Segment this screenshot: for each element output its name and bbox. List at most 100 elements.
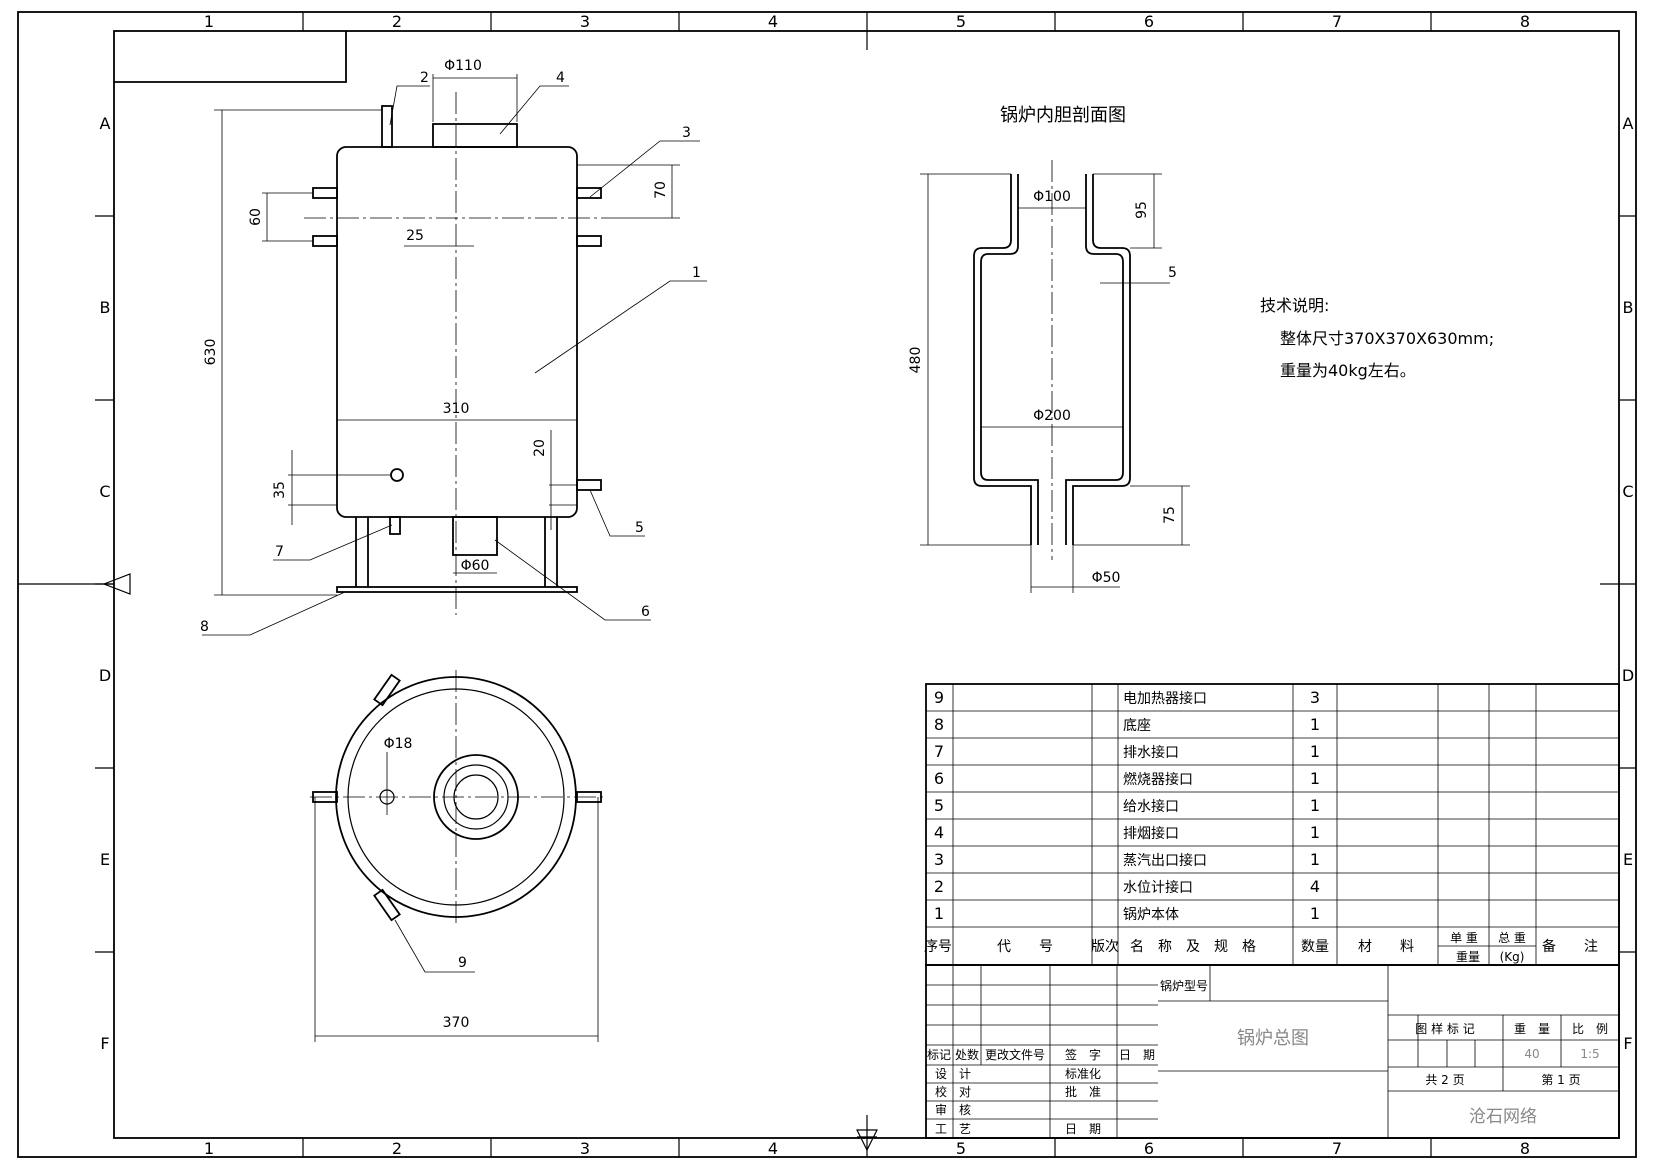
zone-col-bottom-1: 1 <box>204 1139 214 1158</box>
bom-row-name: 锅炉本体 <box>1123 907 1179 923</box>
bom-hdr-ver: 版次 <box>1091 939 1119 955</box>
bom-row-qty: 1 <box>1310 769 1320 788</box>
zone-col-top-6: 6 <box>1144 12 1154 31</box>
dim-h20: 20 <box>532 439 548 457</box>
zone-row-left-C: C <box>99 482 110 501</box>
burner-port <box>452 516 498 556</box>
feed-water-nozzle <box>576 479 602 491</box>
zone-col-top-1: 1 <box>204 12 214 31</box>
scale-label: 比 例 <box>1572 1022 1608 1036</box>
dim-d60: Φ60 <box>461 558 490 574</box>
std-label: 标准化 <box>1065 1067 1101 1081</box>
callout-3: 3 <box>682 125 691 141</box>
bom-row-qty: 4 <box>1310 877 1320 896</box>
zone-col-bottom-3: 3 <box>580 1139 590 1158</box>
weight-label: 重 量 <box>1514 1022 1550 1036</box>
zone-col-top-4: 4 <box>768 12 778 31</box>
dim-d50: Φ50 <box>1092 570 1121 586</box>
bom-row-no: 9 <box>934 688 944 707</box>
callout-9: 9 <box>458 955 467 971</box>
bom-hdr-qty: 数量 <box>1301 939 1329 955</box>
zone-col-top-3: 3 <box>580 12 590 31</box>
bom-hdr-mat: 材 料 <box>1358 939 1414 955</box>
boiler-body <box>336 146 578 518</box>
bom-row-no: 2 <box>934 877 944 896</box>
rev-hdr-count: 处数 <box>955 1047 979 1062</box>
inner-frame <box>113 30 1620 1139</box>
bom-row-qty: 1 <box>1310 823 1320 842</box>
total-pages: 共 2 页 <box>1425 1073 1464 1087</box>
dim-h630: 630 <box>203 339 219 366</box>
zone-row-right-A: A <box>1623 114 1634 133</box>
dim-w25: 25 <box>406 228 424 244</box>
callout-4: 4 <box>556 70 565 86</box>
zone-col-top-8: 8 <box>1520 12 1530 31</box>
bom-row-no: 4 <box>934 823 944 842</box>
dim-h480: 480 <box>908 347 924 374</box>
callout-7: 7 <box>275 544 284 560</box>
bom-row-name: 电加热器接口 <box>1123 690 1207 707</box>
zone-row-left-F: F <box>100 1034 109 1053</box>
role-design: 设 计 <box>935 1067 971 1081</box>
role-check: 校 对 <box>935 1084 971 1099</box>
mark-label: 图 样 标 记 <box>1415 1021 1474 1036</box>
notes-line-1: 整体尺寸370X370X630mm; <box>1280 329 1494 348</box>
dim-w310: 310 <box>443 401 470 417</box>
corner-label-box <box>114 31 347 83</box>
zone-row-right-C: C <box>1622 482 1633 501</box>
section-view: 锅炉内胆剖面图 95 Φ100 5 480 Φ200 75 Φ50 <box>908 105 1190 593</box>
bom-hdr-total-wt: 总 重 <box>1498 931 1526 945</box>
bom-hdr-kg: (Kg) <box>1500 950 1525 964</box>
dim-d18: Φ18 <box>384 736 413 752</box>
callout-5: 5 <box>635 520 644 536</box>
model-label: 锅炉型号 <box>1160 978 1208 993</box>
bom-row-qty: 3 <box>1310 688 1320 707</box>
bom-hdr-weight: 重量 <box>1456 950 1480 964</box>
bom-row-name: 排烟接口 <box>1123 825 1179 842</box>
dim-w370: 370 <box>443 1015 470 1031</box>
bom-row-qty: 1 <box>1310 796 1320 815</box>
dim-d110: Φ110 <box>444 58 482 74</box>
bom-row-no: 6 <box>934 769 944 788</box>
zone-row-right-D: D <box>1622 666 1634 685</box>
zone-col-bottom-5: 5 <box>956 1139 966 1158</box>
bom-row-name: 燃烧器接口 <box>1123 771 1193 788</box>
dim-h95: 95 <box>1134 201 1150 219</box>
outer-frame <box>17 11 1637 1158</box>
callout-8: 8 <box>200 619 209 635</box>
bom-hdr-no: 序号 <box>924 939 952 955</box>
dim-h35: 35 <box>272 481 288 499</box>
bom-row-qty: 1 <box>1310 715 1320 734</box>
bom-hdr-unit-wt: 单 重 <box>1450 931 1478 945</box>
rev-hdr-doc: 更改文件号 <box>985 1047 1045 1062</box>
title-block: 锅炉型号 锅炉总图 标记 处数 更改文件号 签 字 日 期 设 计 校 对 审 … <box>925 964 1620 1139</box>
bom-hdr-name: 名 称 及 规 格 <box>1130 939 1256 955</box>
bom-row-qty: 1 <box>1310 742 1320 761</box>
date-label: 日 期 <box>1065 1122 1101 1136</box>
role-review: 审 核 <box>935 1102 971 1117</box>
rev-hdr-date: 日 期 <box>1119 1048 1155 1062</box>
zone-col-bottom-4: 4 <box>768 1139 778 1158</box>
zone-row-right-E: E <box>1623 850 1633 869</box>
bom-row-no: 7 <box>934 742 944 761</box>
level-gauge-pipe <box>381 105 393 148</box>
bom-row-name: 给水接口 <box>1123 798 1179 815</box>
section-title: 锅炉内胆剖面图 <box>1000 105 1126 126</box>
technical-notes: 技术说明: 整体尺寸370X370X630mm; 重量为40kg左右。 <box>1260 296 1494 380</box>
rev-hdr-mark: 标记 <box>927 1048 951 1062</box>
bom-row-no: 1 <box>934 904 944 923</box>
zone-row-left-E: E <box>100 850 110 869</box>
role-process: 工 艺 <box>935 1122 971 1136</box>
zone-col-top-5: 5 <box>956 12 966 31</box>
zone-col-bottom-8: 8 <box>1520 1139 1530 1158</box>
zone-row-right-B: B <box>1623 298 1634 317</box>
zone-col-bottom-6: 6 <box>1144 1139 1154 1158</box>
company-name: 沧石网络 <box>1469 1107 1537 1127</box>
zone-col-top-7: 7 <box>1332 12 1342 31</box>
flue-outlet <box>432 123 518 148</box>
zone-row-right-F: F <box>1623 1034 1632 1053</box>
zone-row-left-D: D <box>99 666 111 685</box>
bom-row-name: 底座 <box>1123 718 1151 734</box>
